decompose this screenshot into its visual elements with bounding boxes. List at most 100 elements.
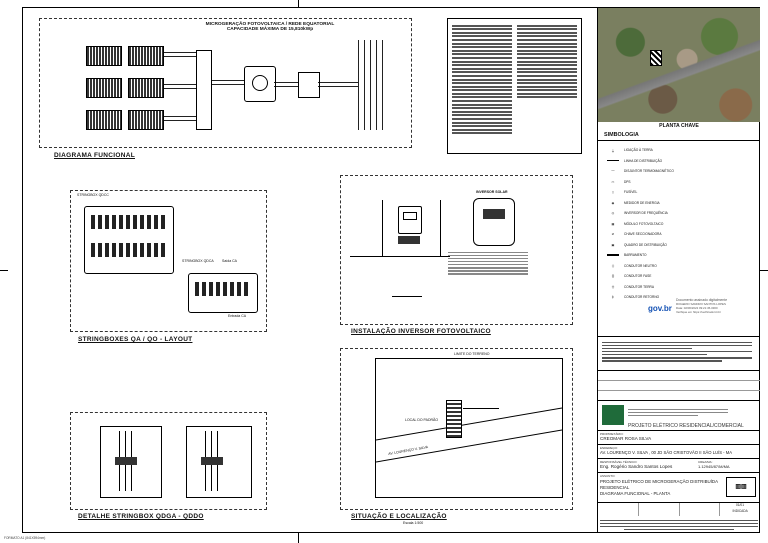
legend-item: BARRAMENTO [606, 250, 726, 261]
general-notes [447, 18, 582, 154]
subject-line3: DIAGRAMA FUNCIONAL - PLANTA [600, 491, 671, 496]
legend-item-label: INVERSOR DE FREQUÊNCIA [624, 211, 668, 216]
fuse-symbol-icon: ▯ [612, 190, 614, 195]
legend-item-label: FUSÍVEL [624, 190, 638, 195]
inverter-caption: INSTALAÇÃO INVERSOR FOTOVOLTAICO [351, 328, 491, 335]
diagram-title: MICROGERAÇÃO FOTOVOLTAICA / REDE EQUATOR… [160, 22, 380, 32]
inverter-symbol [244, 66, 276, 102]
frame-tick [298, 0, 299, 7]
firm-logo: ▥▥ [726, 477, 756, 497]
sheet-scale: INDICADA [732, 509, 748, 513]
stringbox-qdca-panel [188, 273, 258, 313]
legend-item: ⌒ DISJUNTOR TERMOMAGNÉTICO [606, 166, 726, 177]
legend-title: SIMBOLOGIA [604, 132, 639, 138]
inverter-dc-box [398, 236, 420, 244]
legend-item-label: LIGAÇÃO À TERRA [624, 148, 653, 153]
pv-module [128, 78, 164, 98]
line-symbol-icon [606, 158, 620, 164]
breaker-symbol-icon: ⌒ [611, 169, 615, 174]
stringbox-qdca-symbol [298, 72, 320, 98]
project-type: PROJETO ELÉTRICO RESIDENCIAL/COMERCIAL [628, 423, 744, 429]
functional-diagram-frame [39, 18, 412, 148]
owner-label: PROPRIETÁRIO: [600, 432, 624, 436]
legend-item-label: CONDUTOR FASE [624, 274, 652, 279]
legend-item-label: DISJUNTOR TERMOMAGNÉTICO [624, 169, 674, 174]
legend-item: ▦MÓDULO FOTOVOLTAICO [606, 219, 726, 230]
govbr-logo: gov.br [648, 304, 672, 313]
legend-item-label: DPS [624, 179, 631, 184]
pv-module [86, 78, 122, 98]
situation-caption: SITUAÇÃO E LOCALIZAÇÃO [351, 513, 447, 520]
phase-symbol-icon: ╫ [611, 274, 615, 279]
detail-panel-right [186, 426, 252, 498]
inverter-front-view [398, 206, 422, 234]
legend-item-label: MÓDULO FOTOVOLTAICO [624, 221, 664, 226]
company-block [598, 400, 760, 429]
owner-row: PROPRIETÁRIO: CREOMAR ROSA SILVA [598, 430, 760, 444]
observations [602, 340, 752, 363]
company-logo [602, 405, 624, 425]
limit-label: LIMITE DO TERRENO [454, 352, 490, 356]
drawing-frame [22, 7, 760, 533]
pv-module [86, 46, 122, 66]
stringbox-qdca-label: STRINGBOX QDCA [182, 259, 214, 263]
address-value: AV. LOURENÇO V. SILVA , 00 JD SÃO CRISTO… [600, 450, 733, 455]
inverter-symbol-icon: ◎ [611, 211, 615, 216]
legend-item: LINHA DE DISTRIBUIÇÃO [606, 156, 726, 167]
frame-tick [0, 270, 8, 271]
situation-scale: Escala 1:500 [403, 521, 424, 525]
subject-line2: RESIDENCIAL [600, 485, 630, 490]
legend-item-label: LINHA DE DISTRIBUIÇÃO [624, 158, 663, 163]
street-lines [376, 407, 562, 463]
inverter-mounting-detail [392, 280, 422, 297]
legend-item: ▯ FUSÍVEL [606, 187, 726, 198]
service-entrance [446, 400, 462, 438]
key-plan-marker [650, 50, 662, 66]
inverter-side-view [473, 198, 515, 246]
detail-panel-left [100, 426, 162, 498]
legend-item-label: BARRAMENTO [624, 253, 647, 258]
diagram-caption: DIAGRAMA FUNCIONAL [54, 152, 135, 159]
meter-symbol-icon: ◉ [611, 200, 615, 205]
stringbox-entrada-label: Entrada CA [228, 314, 247, 318]
subject-line1: PROJETO ELÉTRICO DE MICROGERAÇÃO DISTRIB… [600, 479, 718, 484]
legend-divider [598, 140, 760, 141]
signature-date: Data: 02/06/2022 09:21:45-0300 [676, 306, 718, 310]
legend-item: ◉MEDIDOR DE ENERGIA [606, 198, 726, 209]
neutral-symbol-icon: ┼ [611, 263, 615, 268]
crea-number: 1.12945/87/M/MA [698, 464, 730, 469]
pv-module [128, 46, 164, 66]
legend-item: ▣QUADRO DE DISTRIBUIÇÃO [606, 240, 726, 251]
local-padrao-label: LOCAL DO PADRÃO [405, 418, 439, 422]
legend-item: ▭DPS [606, 177, 726, 188]
lot-boundary [375, 358, 563, 498]
stringbox-layout-frame [70, 190, 267, 332]
stringbox-qdcc-panel [84, 206, 174, 274]
engineer-name: Eng. Rogério Sandro Santos Lopes [600, 464, 673, 469]
stringbox-qdcc-label: STRINGBOX QDCC [77, 193, 109, 197]
pv-module [128, 110, 164, 130]
paper-format: FORMATO A1 (841X594mm) [4, 536, 46, 540]
location-arrow [463, 408, 499, 409]
legend-item: ╪ CONDUTOR TERRA [606, 282, 726, 293]
address-row: ENDEREÇO: AV. LOURENÇO V. SILVA , 00 JD … [598, 444, 760, 458]
signature-title: Documento assinado digitalmente [676, 298, 728, 302]
inverter-ground-line [350, 256, 450, 257]
return-symbol-icon: ┿ [612, 295, 614, 300]
pv-module [86, 110, 122, 130]
legend-list: ⏚ LIGAÇÃO À TERRA LINHA DE DISTRIBUIÇÃO ⌒… [606, 145, 726, 303]
legend-item: ⊘CHAVE SECCIONADORA [606, 229, 726, 240]
legend-item-label: QUADRO DE DISTRIBUIÇÃO [624, 242, 667, 247]
owner-name: CREOMAR ROSA SILVA [600, 436, 652, 441]
stringbox-qdcc-symbol [196, 50, 212, 130]
stringbox-detail-frame [70, 412, 267, 510]
busbar-symbol-icon [606, 252, 620, 258]
frame-tick [298, 533, 299, 543]
legend-item-label: CONDUTOR TERRA [624, 284, 654, 289]
sheet-info-row: INDICADA [598, 502, 760, 516]
subject-label: ASSUNTO: [600, 474, 616, 478]
ground-symbol-icon: ⏚ [611, 148, 615, 153]
earth-symbol-icon: ╪ [611, 284, 615, 289]
stringbox-saida-label: Saída CA [222, 259, 237, 263]
address-label: ENDEREÇO: [600, 446, 618, 450]
